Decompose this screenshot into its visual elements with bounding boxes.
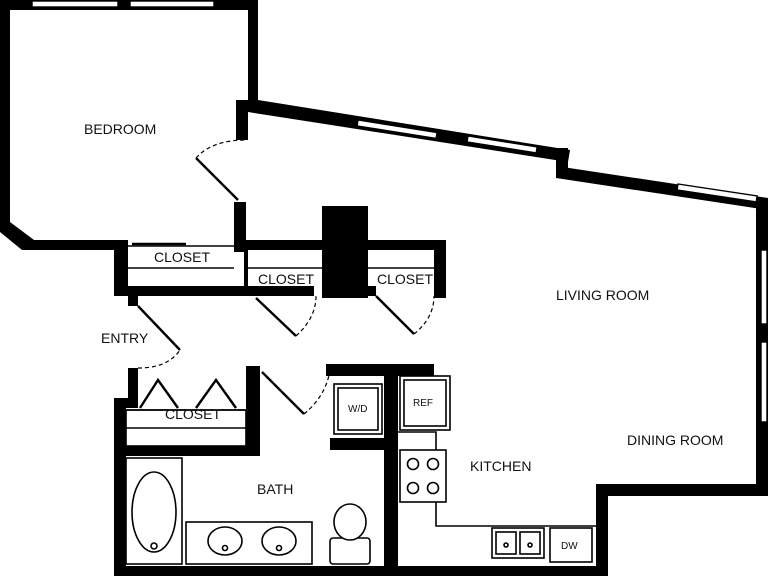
- room-label-closet-bedroom: CLOSET: [154, 249, 210, 265]
- bath-door[interactable]: [261, 371, 305, 415]
- stove: [399, 449, 447, 503]
- sink: [261, 526, 297, 556]
- closet-door[interactable]: [375, 295, 415, 335]
- room-label-closet-hall-1: CLOSET: [258, 271, 314, 287]
- window: [466, 135, 538, 154]
- window: [760, 341, 768, 423]
- window: [129, 0, 215, 8]
- room-label-kitchen: KITCHEN: [470, 458, 531, 474]
- room-label-living-room: LIVING ROOM: [556, 287, 649, 303]
- fixtures: [125, 375, 596, 565]
- entry-door[interactable]: [137, 305, 181, 351]
- window: [356, 119, 438, 140]
- closet-door[interactable]: [255, 297, 297, 337]
- labels: BEDROOM CLOSET CLOSET CLOSET ENTRY CLOSE…: [84, 121, 723, 552]
- room-label-bath: BATH: [257, 481, 293, 497]
- room-label-closet-entry: CLOSET: [165, 406, 221, 422]
- toilet: [333, 503, 367, 541]
- doors: [132, 139, 435, 415]
- room-label-closet-hall-2: CLOSET: [377, 271, 433, 287]
- room-label-entry: ENTRY: [101, 330, 149, 346]
- appliance-label-dw: DW: [561, 541, 578, 552]
- closet-bifold-door[interactable]: [138, 377, 179, 409]
- room-label-bedroom: BEDROOM: [84, 121, 156, 137]
- appliance-label-ref: REF: [413, 398, 433, 409]
- sink: [207, 526, 243, 556]
- bedroom-door[interactable]: [195, 157, 239, 201]
- toilet-tank: [329, 537, 371, 565]
- window: [760, 249, 768, 325]
- room-label-dining-room: DINING ROOM: [627, 432, 723, 448]
- appliance-label-wd: W/D: [348, 404, 367, 415]
- closet-bifold-door[interactable]: [195, 377, 237, 409]
- closet-shelves: [125, 245, 434, 447]
- window: [31, 0, 119, 8]
- dishwasher: [549, 527, 593, 563]
